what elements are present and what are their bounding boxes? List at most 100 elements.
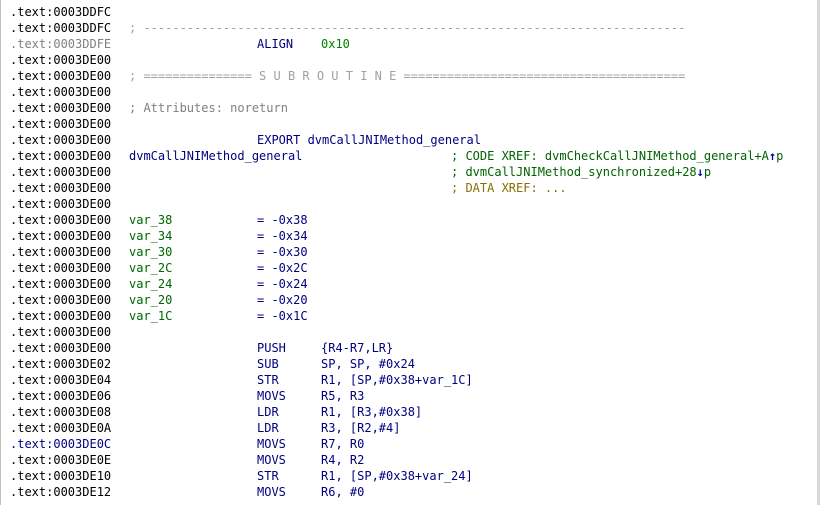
address-label[interactable]: .text:0003DE00 (10, 229, 112, 243)
instruction-mnemonic[interactable]: LDR (257, 421, 279, 435)
address-label[interactable]: .text:0003DE00 (10, 149, 112, 163)
address-label[interactable]: .text:0003DE00 (10, 341, 112, 355)
instruction-operands[interactable]: R1, [R3,#0x38] (321, 405, 423, 419)
vertical-scrollbar[interactable] (817, 0, 820, 505)
xref-text[interactable]: ; CODE XREF: dvmCheckCallJNIMethod_gener… (451, 149, 769, 163)
instruction-operands[interactable]: 0x10 (321, 37, 350, 51)
instruction-operands[interactable]: R1, [SP,#0x38+var_24] (321, 469, 473, 483)
instruction-operands[interactable]: {R4-R7,LR} (321, 341, 394, 355)
listing-line[interactable]: .text:0003DE00 (1, 52, 820, 68)
listing-line[interactable]: .text:0003DE00 (1, 324, 820, 340)
code-xref-comment[interactable]: ; dvmCallJNIMethod_synchronized+28↓p (451, 164, 711, 180)
address-label[interactable]: .text:0003DE00 (10, 293, 112, 307)
listing-line[interactable]: .text:0003DE00 PUSH {R4-R7,LR} (1, 340, 820, 356)
address-label[interactable]: .text:0003DE00 (10, 245, 112, 259)
address-label[interactable]: .text:0003DDFC (10, 5, 112, 19)
instruction-mnemonic[interactable]: MOVS (257, 453, 286, 467)
address-label[interactable]: .text:0003DE00 (10, 85, 112, 99)
address-label[interactable]: .text:0003DE00 (10, 69, 112, 83)
address-label[interactable]: .text:0003DE04 (10, 373, 112, 387)
address-label[interactable]: .text:0003DE06 (10, 389, 112, 403)
listing-line[interactable]: .text:0003DDFC (1, 4, 820, 20)
instruction-mnemonic[interactable]: MOVS (257, 485, 286, 499)
address-label[interactable]: .text:0003DE00 (10, 117, 112, 131)
instruction-mnemonic[interactable]: EXPORT dvmCallJNIMethod_general (257, 133, 481, 147)
instruction-operands[interactable]: R1, [SP,#0x38+var_1C] (321, 373, 473, 387)
address-label[interactable]: .text:0003DDFE (10, 37, 112, 51)
instruction-operands[interactable]: R3, [R2,#4] (321, 421, 401, 435)
listing-line[interactable]: .text:0003DE02 SUB SP, SP, #0x24 (1, 356, 820, 372)
address-label[interactable]: .text:0003DE00 (10, 261, 112, 275)
listing-line[interactable]: .text:0003DE00 EXPORT dvmCallJNIMethod_ge… (1, 132, 820, 148)
address-label[interactable]: .text:0003DE02 (10, 357, 112, 371)
listing-line[interactable]: .text:0003DE0E MOVS R4, R2 (1, 452, 820, 468)
listing-line[interactable]: .text:0003DE00 ; dvmCallJNIMethod_synchro… (1, 164, 820, 180)
instruction-operands[interactable]: R7, R0 (321, 437, 365, 451)
stack-variable-name[interactable]: var_1C (129, 309, 173, 323)
listing-line[interactable]: .text:0003DE12 MOVS R6, #0 (1, 484, 820, 500)
xref-text[interactable]: ; dvmCallJNIMethod_synchronized+28 (451, 165, 697, 179)
listing-line[interactable]: .text:0003DDFC; ------------------------… (1, 20, 820, 36)
stack-variable-name[interactable]: var_30 (129, 245, 173, 259)
listing-line[interactable]: .text:0003DE00; Attributes: noreturn (1, 100, 820, 116)
listing-line[interactable]: .text:0003DE00 ; DATA XREF: ... (1, 180, 820, 196)
address-label[interactable]: .text:0003DE00 (10, 165, 112, 179)
instruction-operands[interactable]: R4, R2 (321, 453, 365, 467)
address-label[interactable]: .text:0003DE00 (10, 213, 112, 227)
listing-line[interactable]: .text:0003DE00 (1, 196, 820, 212)
stack-variable-name[interactable]: var_38 (129, 213, 173, 227)
function-label[interactable]: dvmCallJNIMethod_general (129, 149, 303, 163)
address-label[interactable]: .text:0003DE10 (10, 469, 112, 483)
listing-line[interactable]: .text:0003DE00; =============== S U B R … (1, 68, 820, 84)
stack-variable-name[interactable]: var_20 (129, 293, 173, 307)
listing-line[interactable]: .text:0003DE10 STR R1, [SP,#0x38+var_24] (1, 468, 820, 484)
data-xref-comment[interactable]: ; DATA XREF: ... (451, 181, 567, 195)
stack-variable-name[interactable]: var_2C (129, 261, 173, 275)
address-label[interactable]: .text:0003DE00 (10, 133, 112, 147)
instruction-mnemonic[interactable]: MOVS (257, 437, 286, 451)
instruction-mnemonic[interactable]: STR (257, 373, 279, 387)
listing-line[interactable]: .text:0003DE0A LDR R3, [R2,#4] (1, 420, 820, 436)
instruction-mnemonic[interactable]: SUB (257, 357, 279, 371)
instruction-mnemonic[interactable]: ALIGN (257, 37, 294, 51)
instruction-operands[interactable]: R6, #0 (321, 485, 365, 499)
listing-line[interactable]: .text:0003DE08 LDR R1, [R3,#0x38] (1, 404, 820, 420)
instruction-mnemonic[interactable]: STR (257, 469, 279, 483)
address-label[interactable]: .text:0003DE00 (10, 197, 112, 211)
address-label[interactable]: .text:0003DE00 (10, 277, 112, 291)
listing-line[interactable]: .text:0003DE0C MOVS R7, R0 (1, 436, 820, 452)
instruction-mnemonic[interactable]: PUSH (257, 341, 286, 355)
address-label[interactable]: .text:0003DE0A (10, 421, 112, 435)
address-label[interactable]: .text:0003DE00 (10, 325, 112, 339)
listing-line[interactable]: .text:0003DDFE ALIGN 0x10 (1, 36, 820, 52)
instruction-mnemonic[interactable]: LDR (257, 405, 279, 419)
instruction-operands[interactable]: SP, SP, #0x24 (321, 357, 415, 371)
listing-line[interactable]: .text:0003DE00 dvmCallJNIMethod_general ; … (1, 148, 820, 164)
stack-variable-name[interactable]: var_24 (129, 277, 173, 291)
address-label[interactable]: .text:0003DE00 (10, 181, 112, 195)
instruction-operands[interactable]: R5, R3 (321, 389, 365, 403)
code-xref-comment[interactable]: ; CODE XREF: dvmCheckCallJNIMethod_gener… (451, 148, 783, 164)
address-label[interactable]: .text:0003DE00 (10, 309, 112, 323)
address-label[interactable]: .text:0003DE00 (10, 101, 112, 115)
address-label[interactable]: .text:0003DE0E (10, 453, 112, 467)
listing-line[interactable]: .text:0003DE00 (1, 84, 820, 100)
listing-line[interactable]: .text:0003DE00 (1, 116, 820, 132)
address-label[interactable]: .text:0003DE12 (10, 485, 112, 499)
address-label[interactable]: .text:0003DE00 (10, 53, 112, 67)
instruction-mnemonic[interactable]: MOVS (257, 389, 286, 403)
listing-line[interactable]: .text:0003DE04 STR R1, [SP,#0x38+var_1C] (1, 372, 820, 388)
listing-line[interactable]: .text:0003DE06 MOVS R5, R3 (1, 388, 820, 404)
address-label[interactable]: .text:0003DDFC (10, 21, 112, 35)
address-label[interactable]: .text:0003DE0C (10, 437, 112, 451)
address-label[interactable]: .text:0003DE08 (10, 405, 112, 419)
stack-variable-name[interactable]: var_34 (129, 229, 173, 243)
